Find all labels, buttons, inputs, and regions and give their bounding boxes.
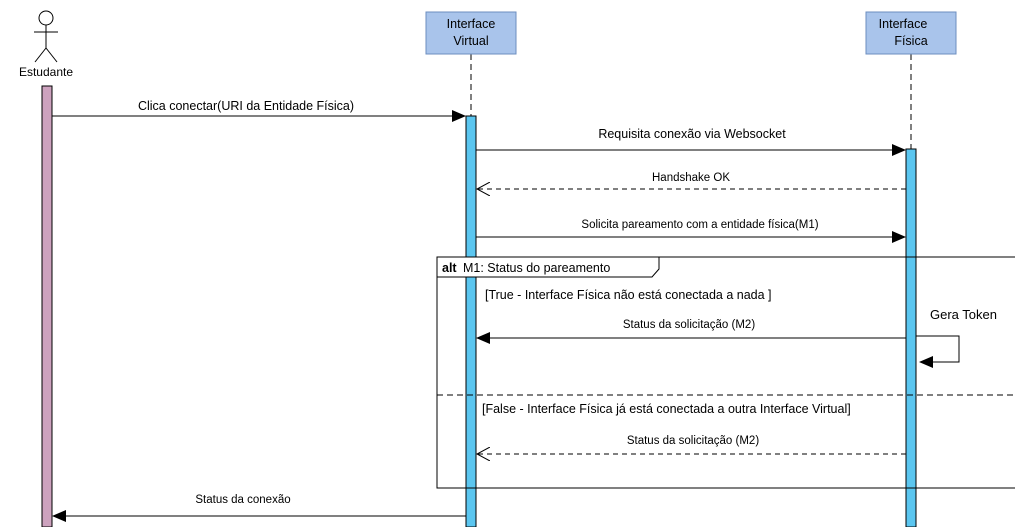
activation-student [41, 85, 53, 528]
actor-student: Estudante [19, 10, 73, 79]
message-websocket-request: Requisita conexão via Websocket [476, 127, 906, 156]
message-generate-token-label: Gera Token [930, 307, 997, 322]
participant-physical: Interface Física [865, 11, 957, 55]
actor-student-label: Estudante [19, 65, 73, 79]
message-generate-token: Gera Token [916, 307, 997, 368]
participant-virtual: Interface Virtual [425, 11, 517, 55]
message-handshake: Handshake OK [477, 172, 906, 189]
alt-guard-false: [False - Interface Física já está conect… [482, 402, 851, 416]
participant-physical-box [865, 11, 957, 55]
participant-virtual-box [425, 11, 517, 55]
message-connect-click: Clica conectar(URI da Entidade Física) [52, 99, 466, 122]
message-connect-click-label: Clica conectar(URI da Entidade Física) [138, 99, 354, 113]
message-connection-status-label: Status da conexão [195, 494, 290, 506]
alt-frame-tab [436, 256, 660, 278]
message-status-false-label: Status da solicitação (M2) [627, 435, 759, 447]
message-websocket-request-label: Requisita conexão via Websocket [598, 127, 786, 141]
alt-frame-border [436, 256, 1015, 489]
message-status-true-label: Status da solicitação (M2) [623, 319, 755, 331]
message-status-true: Status da solicitação (M2) [476, 319, 906, 344]
message-connection-status: Status da conexão [52, 494, 466, 522]
activation-physical [905, 148, 917, 528]
participant-virtual-line2: Virtual [453, 34, 488, 48]
actor-head-icon [38, 10, 54, 26]
message-pairing-request: Solicita pareamento com a entidade físic… [476, 219, 906, 243]
participant-physical-line1: Interface [879, 17, 928, 31]
message-pairing-request-label: Solicita pareamento com a entidade físic… [581, 219, 818, 231]
participant-virtual-line1: Interface [447, 17, 496, 31]
participant-physical-line2: Física [894, 34, 927, 48]
alt-guard-true: [True - Interface Física não está conect… [485, 288, 772, 302]
alt-title: M1: Status do pareamento [463, 261, 610, 275]
message-status-false: Status da solicitação (M2) [477, 435, 906, 454]
alt-frame: alt M1: Status do pareamento [True - Int… [436, 256, 1015, 489]
activation-virtual [465, 115, 477, 528]
message-handshake-label: Handshake OK [652, 172, 730, 184]
alt-keyword: alt [442, 261, 457, 275]
